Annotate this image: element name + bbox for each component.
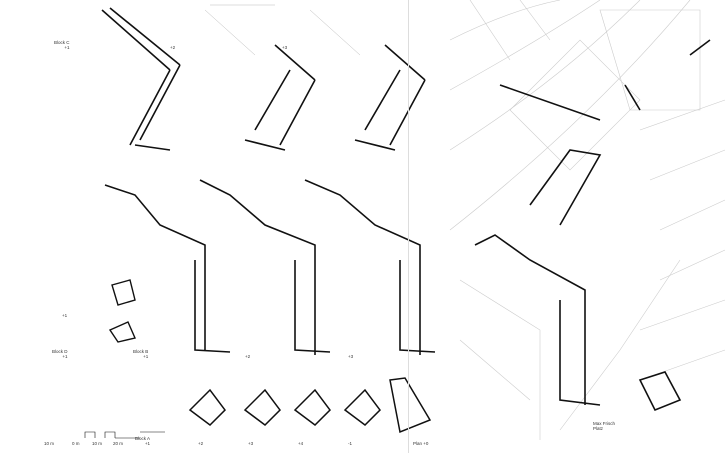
- block-c-context: [204, 4, 361, 56]
- block-name: Block B: [133, 349, 149, 354]
- block-b-level-3: +3: [348, 354, 354, 359]
- block-b-plans: [104, 179, 436, 355]
- site-plan-title: Plan +0: [413, 441, 429, 446]
- sheet-divider: [408, 0, 409, 453]
- drawing-sheet: Block C +1 +2 +3 +1 Block D +1 Block B +…: [40, 0, 725, 453]
- block-a-level-4: +4: [298, 441, 304, 446]
- block-b-level-2: +2: [245, 354, 251, 359]
- block-c-plan-1: [101, 7, 181, 151]
- scale-tick-3: 20 m: [113, 441, 124, 446]
- block-a-plans: [188, 377, 432, 434]
- block-c-level-3: +3: [282, 45, 288, 50]
- level-label: +1: [64, 45, 70, 50]
- block-d-small-level: +1: [62, 313, 68, 318]
- block-d-label: Block D +1: [52, 349, 68, 359]
- block-name: Block A: [135, 436, 151, 441]
- block-a-level-3: +3: [248, 441, 254, 446]
- block-d-plans: [108, 279, 136, 343]
- block-c-plan-2: [244, 44, 316, 151]
- site-context-lines: [449, 0, 725, 440]
- block-a-label: Block A +1: [135, 436, 150, 446]
- block-b-label: Block B +1: [133, 349, 148, 359]
- scale-tick-2: 10 m: [92, 441, 103, 446]
- block-c-label: Block C +1: [54, 40, 70, 50]
- level-label: +1: [143, 354, 149, 359]
- block-c-plans: [101, 7, 426, 151]
- block-name: Block D: [52, 349, 68, 354]
- floor-plans-drawing: [84, 0, 725, 440]
- level-label: +1: [62, 354, 68, 359]
- block-a-level-minus-1: -1: [348, 441, 353, 446]
- block-name: Block C: [54, 40, 70, 45]
- block-c-plan-3: [354, 44, 426, 151]
- scale-tick-0: 10 m: [44, 441, 55, 446]
- scale-bar: [84, 431, 165, 439]
- scale-tick-1: 0 m: [72, 441, 80, 446]
- block-c-level-2: +2: [170, 45, 176, 50]
- place-label: Max Frisch Platz: [593, 421, 616, 431]
- block-a-level-2: +2: [198, 441, 204, 446]
- level-label: +1: [144, 441, 151, 446]
- site-buildings: [474, 39, 711, 412]
